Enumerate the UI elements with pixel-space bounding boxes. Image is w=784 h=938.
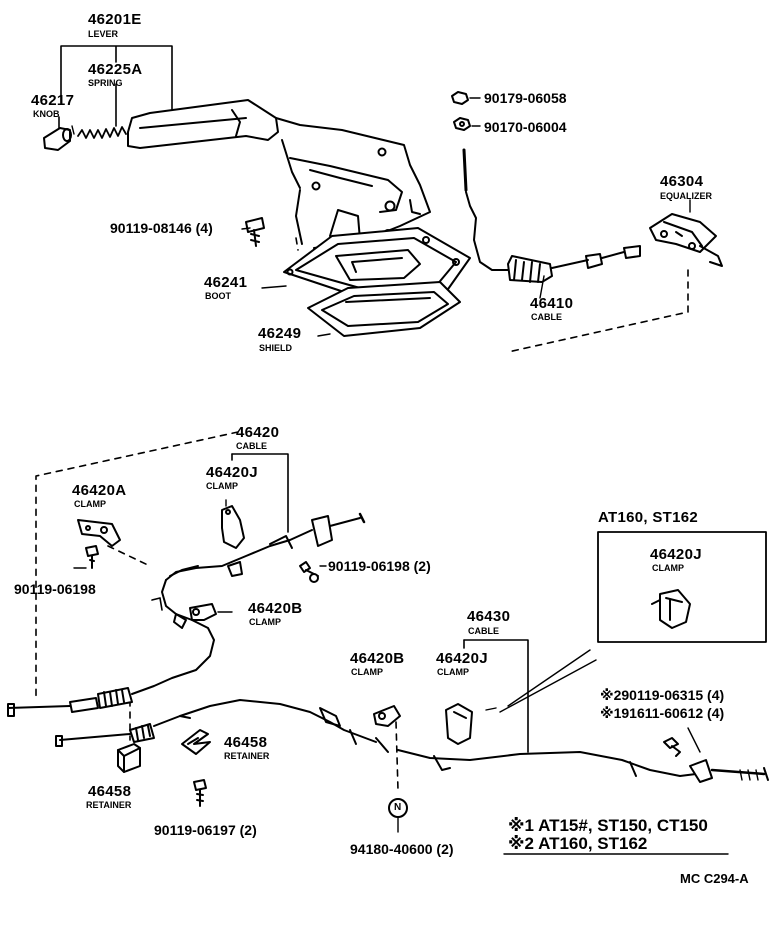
bolt-90119-06197-part-number: 90119-06197 (2) xyxy=(154,822,257,838)
nut-94180-part xyxy=(388,798,408,833)
spring-part-number: 46225A xyxy=(88,61,143,78)
ref-90119-06315-part-number: ※290119-06315 (4) xyxy=(600,687,725,703)
clamp-46420a-part xyxy=(77,519,121,547)
inset-clamp-name: CLAMP xyxy=(652,563,684,573)
equalizer-part xyxy=(649,199,723,267)
clamp-46420a-part-number: 46420A xyxy=(72,482,127,499)
clamp-46420j-right xyxy=(445,703,473,745)
bolt-90119-06198-b xyxy=(299,561,327,583)
spring-name: SPRING xyxy=(88,78,123,88)
clamp-46420b-right-name: CLAMP xyxy=(351,667,383,677)
knob-part xyxy=(43,127,72,151)
knob-name: KNOB xyxy=(33,109,60,119)
inset-clamp-part-number: 46420J xyxy=(650,546,702,563)
note-2: ※2 AT160, ST162 xyxy=(508,834,648,853)
clamp-46420a-name: CLAMP xyxy=(74,499,106,509)
retainer-right-part-number: 46458 xyxy=(224,734,268,751)
clamp-46420b-right-part-number: 46420B xyxy=(350,650,405,667)
nut-90170 xyxy=(453,117,481,131)
clamp-46420j-part-number: 46420J xyxy=(206,464,258,481)
bolt-90119-06198-a xyxy=(73,545,99,569)
front-cable-part xyxy=(462,148,641,299)
boot-part-number: 46241 xyxy=(204,274,248,291)
retainer-right-name: RETAINER xyxy=(224,751,270,761)
cable-46420-name: CABLE xyxy=(236,441,267,451)
cable-46430-part xyxy=(55,699,769,783)
lever-name: LEVER xyxy=(88,29,119,39)
cable-bracket-46430 xyxy=(463,639,529,753)
front-cable-part-number: 46410 xyxy=(530,295,574,312)
ref-91611-60612-part-number: ※191611-60612 (4) xyxy=(600,705,725,721)
inset-title: AT160, ST162 xyxy=(598,509,699,526)
clamp-46420b-right xyxy=(373,705,401,727)
spring-part xyxy=(77,126,127,139)
shield-part-number: 46249 xyxy=(258,325,302,342)
knob-part-number: 46217 xyxy=(31,92,75,109)
leader-lines-top xyxy=(71,125,331,337)
shield-part xyxy=(307,281,461,337)
nut-90179 xyxy=(451,91,481,105)
cable-46430-name: CABLE xyxy=(468,626,499,636)
note-1: ※1 AT15#, ST150, CT150 xyxy=(508,816,708,835)
cable-46420-part-number: 46420 xyxy=(236,424,280,441)
bolt-90119-08146 xyxy=(245,217,265,247)
clamp-46420j-part xyxy=(221,499,245,549)
equalizer-name: EQUALIZER xyxy=(660,191,713,201)
bolt-90119-06315 xyxy=(663,727,701,757)
boot-name: BOOT xyxy=(205,291,231,301)
cable-bracket-46420 xyxy=(231,453,289,533)
retainer-left-part xyxy=(117,743,141,773)
inset-pointer-lines xyxy=(485,649,597,713)
bolt-90119-06198-2-part-number: 90119-06198 (2) xyxy=(328,558,431,574)
nut-symbol: N xyxy=(394,802,402,813)
retainer-left-part-number: 46458 xyxy=(88,783,132,800)
nut-90170-part-number: 90170-06004 xyxy=(484,119,567,135)
front-cable-name: CABLE xyxy=(531,312,562,322)
nut-90179-part-number: 90179-06058 xyxy=(484,90,567,106)
retainer-right-part xyxy=(181,729,211,755)
bolt-90119-06197 xyxy=(193,779,207,807)
bolt-90119-06198-part-number: 90119-06198 xyxy=(14,581,96,597)
clamp-46420j-right-name: CLAMP xyxy=(437,667,469,677)
clamp-46420j-name: CLAMP xyxy=(206,481,238,491)
inset-box xyxy=(597,531,767,643)
dashed-connectors xyxy=(35,237,689,791)
shield-name: SHIELD xyxy=(259,343,293,353)
clamp-46420j-right-part-number: 46420J xyxy=(436,650,488,667)
clamp-46420b-part-number: 46420B xyxy=(248,600,303,617)
bolt-90119-08146-part-number: 90119-08146 (4) xyxy=(110,220,213,236)
cable-46420-part xyxy=(7,512,366,717)
clamp-46420b-part xyxy=(189,603,233,621)
diagram-code: MC C294-A xyxy=(680,871,749,886)
lever-part-number: 46201E xyxy=(88,11,142,28)
cable-46430-part-number: 46430 xyxy=(467,608,511,625)
nut-94180-part-number: 94180-40600 (2) xyxy=(350,841,454,857)
clamp-46420b-name: CLAMP xyxy=(249,617,281,627)
retainer-left-name: RETAINER xyxy=(86,800,132,810)
equalizer-part-number: 46304 xyxy=(660,173,704,190)
